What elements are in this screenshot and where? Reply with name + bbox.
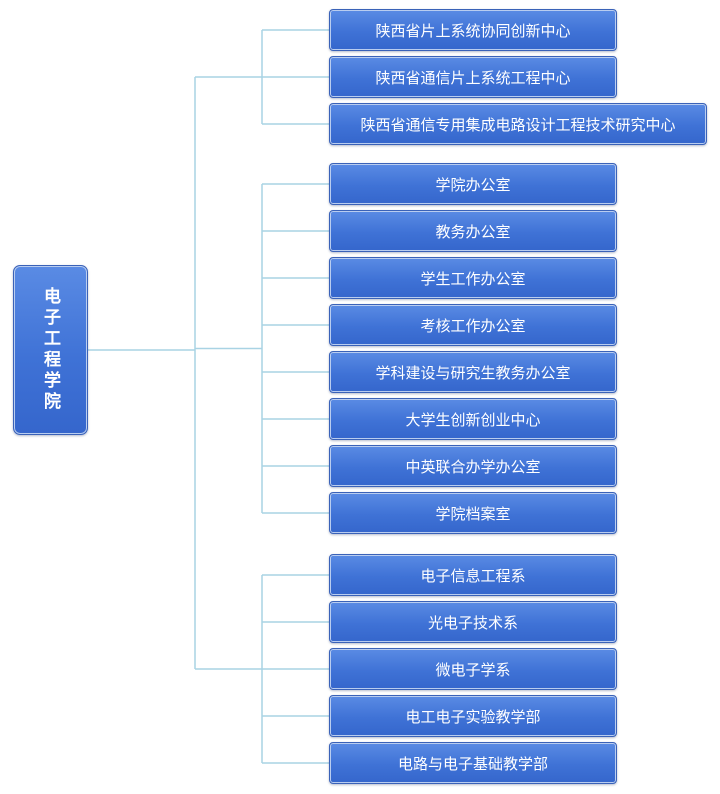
org-node[interactable]: 学院档案室 — [329, 492, 617, 534]
org-node[interactable]: 考核工作办公室 — [329, 304, 617, 346]
org-node[interactable]: 学生工作办公室 — [329, 257, 617, 299]
org-node[interactable]: 学院办公室 — [329, 163, 617, 205]
org-node[interactable]: 学科建设与研究生教务办公室 — [329, 351, 617, 393]
org-node[interactable]: 电子信息工程系 — [329, 554, 617, 596]
org-node[interactable]: 陕西省通信专用集成电路设计工程技术研究中心 — [329, 103, 707, 145]
org-node[interactable]: 中英联合办学办公室 — [329, 445, 617, 487]
root-node[interactable]: 电子工程学院 — [13, 265, 88, 435]
org-node[interactable]: 光电子技术系 — [329, 601, 617, 643]
org-node[interactable]: 大学生创新创业中心 — [329, 398, 617, 440]
org-node[interactable]: 陕西省通信片上系统工程中心 — [329, 56, 617, 98]
org-node[interactable]: 教务办公室 — [329, 210, 617, 252]
org-node[interactable]: 微电子学系 — [329, 648, 617, 690]
org-node[interactable]: 电工电子实验教学部 — [329, 695, 617, 737]
org-node[interactable]: 陕西省片上系统协同创新中心 — [329, 9, 617, 51]
org-node[interactable]: 电路与电子基础教学部 — [329, 742, 617, 784]
